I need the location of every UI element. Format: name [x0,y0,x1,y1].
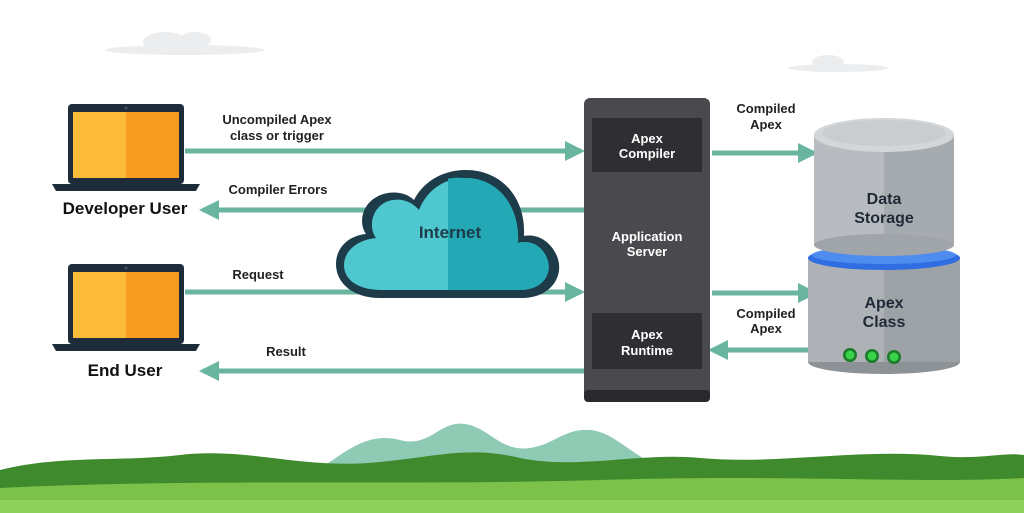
application-server-label-line2: Server [627,244,667,259]
result-label: Result [266,344,306,359]
compiled-apex-bottom-line2: Apex [750,321,783,336]
apex-class-label-line2: Class [863,314,906,331]
apex-runtime-module [592,313,702,369]
application-server-label-line1: Application [612,229,683,244]
compiler-errors-label: Compiler Errors [229,182,328,197]
end-user-laptop-icon [52,264,200,351]
uncompiled-label-line1: Uncompiled Apex [222,112,332,127]
apex-runtime-label-line1: Apex [631,327,664,342]
request-label: Request [232,267,284,282]
application-server [584,98,710,402]
end-user-label: End User [88,361,163,380]
data-storage-label-line2: Storage [854,210,914,227]
landscape [0,423,1024,513]
developer-laptop-icon [52,104,200,191]
apex-compiler-label-line1: Apex [631,131,664,146]
database-icon [808,118,960,374]
status-led-icons [843,348,901,364]
sky-clouds [105,32,888,72]
apex-compiler-module [592,118,702,172]
uncompiled-label-line2: class or trigger [230,128,324,143]
data-storage-label-line1: Data [867,191,902,208]
internet-label: Internet [419,223,482,242]
compiled-apex-top-line1: Compiled [736,101,795,116]
compiled-apex-bottom-line1: Compiled [736,306,795,321]
apex-class-label-line1: Apex [864,295,903,312]
internet-cloud-icon [336,170,560,298]
apex-compiler-label-line2: Compiler [619,146,675,161]
developer-user-label: Developer User [63,199,188,218]
compiled-apex-top-line2: Apex [750,117,783,132]
apex-runtime-label-line2: Runtime [621,343,673,358]
